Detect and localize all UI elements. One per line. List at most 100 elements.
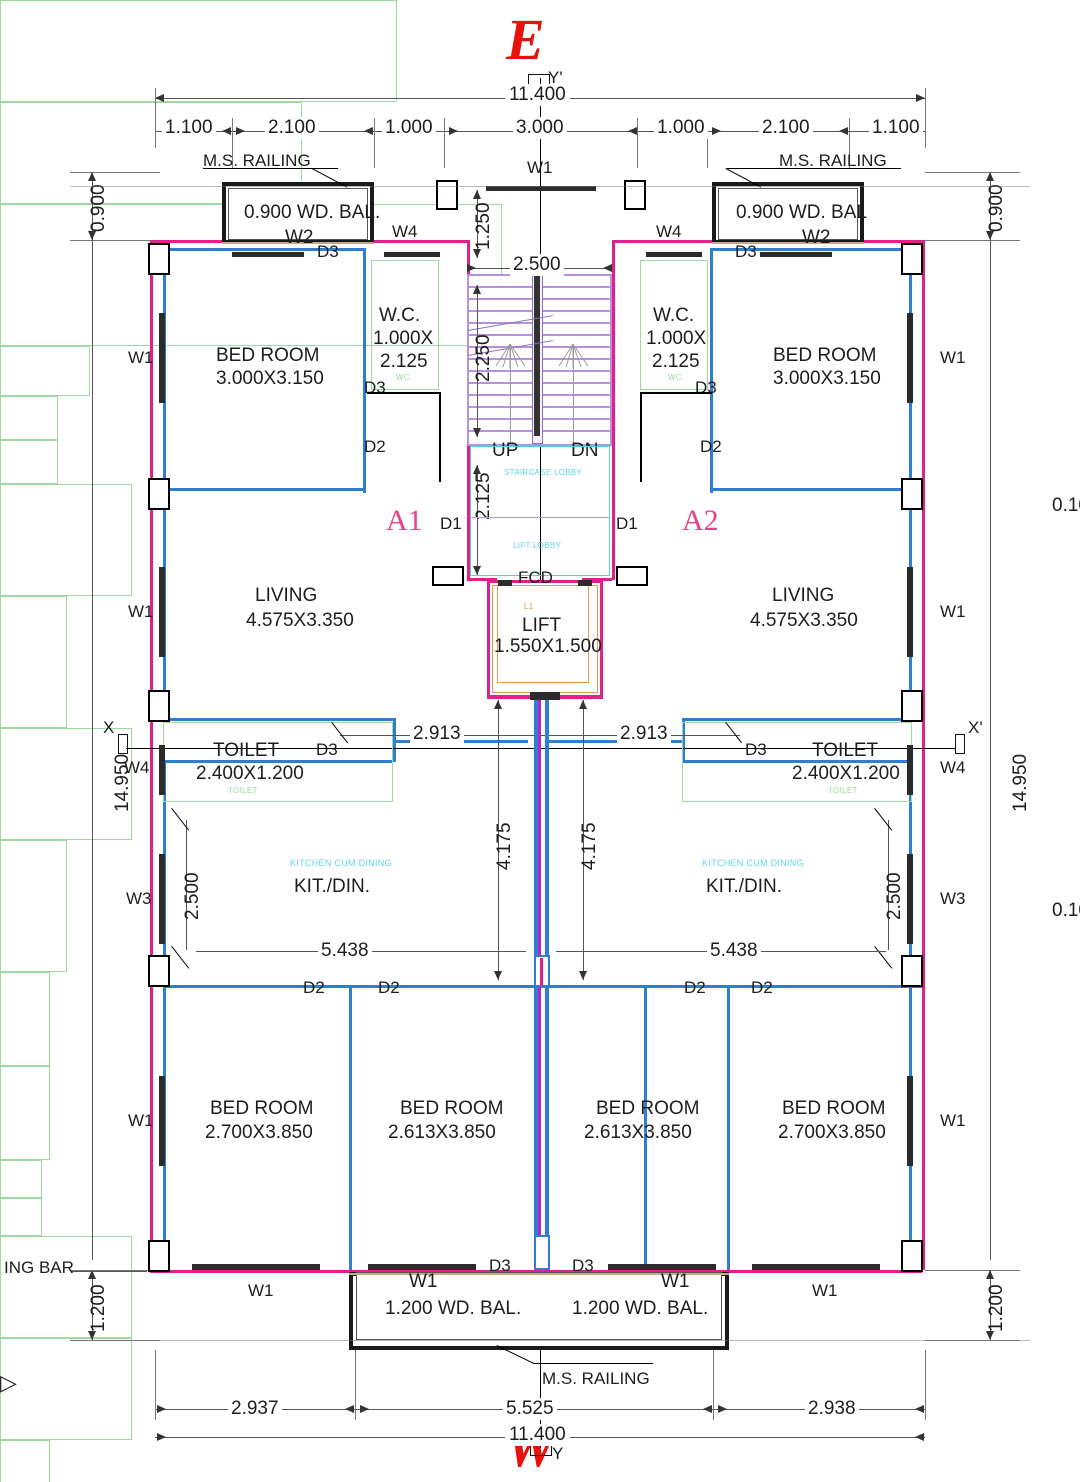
axis-x-left-label: X xyxy=(103,718,115,737)
kitchen-depth-left-dim-line xyxy=(498,700,499,980)
bottom-overall-dim-text: 11.400 xyxy=(505,1424,570,1446)
window-w1-bot-outer-left-label: W1 xyxy=(248,1281,274,1300)
projection-green-top-right xyxy=(0,102,302,204)
wc-right-tag: WC xyxy=(668,373,682,382)
door-d1-right: D1 xyxy=(616,514,638,533)
outer-wall-left xyxy=(150,240,153,1270)
window-w1-left-bed-label: W1 xyxy=(128,348,154,367)
stair-width-dim-text: 2.500 xyxy=(510,254,564,276)
toilet-left-size: 2.400X1.200 xyxy=(196,763,304,784)
fcd-label: FCD xyxy=(518,568,553,587)
right-1200-dim-line xyxy=(990,1270,991,1340)
window-w4-left-toilet-label: W4 xyxy=(124,758,150,777)
window-w3-right-label: W3 xyxy=(940,889,966,908)
furniture-wardrobe-top-left xyxy=(0,596,67,728)
window-w4-top-left-label: W4 xyxy=(392,222,418,241)
axis-x-section-line xyxy=(126,748,956,749)
toilet-left-area xyxy=(163,722,393,802)
toilet-left-name: TOILET xyxy=(213,740,280,761)
door-d2-right: D2 xyxy=(700,437,722,456)
kitchen-left-tag: KITCHEN CUM DINING xyxy=(290,858,392,868)
window-w4-top-right-label: W4 xyxy=(656,222,682,241)
lift-car xyxy=(497,585,589,683)
kitchen-width-right-dim-text: 5.438 xyxy=(707,940,761,962)
door-d3-toilet-right: D3 xyxy=(745,740,767,759)
kitchen-right-name: KIT./DIN. xyxy=(706,876,783,897)
stair-wall-right xyxy=(612,240,615,580)
wc-right-area xyxy=(640,260,708,390)
top-dim-3: 1.000 xyxy=(382,117,436,139)
right-overall-dim-text: 14.950 xyxy=(1010,753,1031,812)
window-offset-right-dim-text: 2.500 xyxy=(884,872,905,920)
stair-run-dim-text: 2.250 xyxy=(473,334,494,382)
bed-bot-4-size: 2.700X3.850 xyxy=(778,1122,886,1143)
column-bl xyxy=(148,1240,170,1272)
outer-wall-bottom xyxy=(150,1270,922,1273)
living-left-size: 4.575X3.350 xyxy=(246,610,354,631)
top-dim-6: 2.100 xyxy=(759,117,813,139)
window-sill-top xyxy=(486,186,596,191)
left-0900-dim-line xyxy=(92,172,93,240)
balcony-bottom-right-label: 1.200 WD. BAL. xyxy=(572,1298,709,1319)
top-dim-1: 1.100 xyxy=(162,117,216,139)
stair-up-fan-icon xyxy=(495,343,526,368)
balcony-top-left-window: W2 xyxy=(285,227,314,248)
door-d3-wc-left: D3 xyxy=(364,378,386,397)
bed-bot-3-name: BED ROOM xyxy=(596,1098,700,1119)
stair-dn-fan-icon xyxy=(558,343,589,368)
right-0900-dim-text: 0.900 xyxy=(986,184,1007,232)
wc-left-tag: WC xyxy=(396,373,410,382)
top-dim-4: 3.000 xyxy=(513,117,567,139)
door-d3-toilet-left: D3 xyxy=(316,740,338,759)
bottom-dim-1: 2.937 xyxy=(228,1398,282,1420)
door-d3-balcony-right: D3 xyxy=(572,1256,594,1275)
column-r3 xyxy=(901,690,923,722)
bed-top-right-name: BED ROOM xyxy=(773,345,877,366)
window-w4-top-right xyxy=(0,440,58,484)
column-tr xyxy=(901,243,923,275)
bed-top-left-size: 3.000X3.150 xyxy=(216,368,324,389)
window-w1-right-living-label: W1 xyxy=(940,602,966,621)
toilet-right-name: TOILET xyxy=(812,740,879,761)
window-w1-top-label: W1 xyxy=(527,158,553,177)
column-l4 xyxy=(148,955,170,987)
axis-y-bottom-label: Y xyxy=(552,1444,564,1463)
column-lift-r xyxy=(616,566,648,586)
wc-right-name: W.C. xyxy=(653,305,695,326)
door-d2-bot-2: D2 xyxy=(378,978,400,997)
bed-bot-1-size: 2.700X3.850 xyxy=(205,1122,313,1143)
wc-left-fixture xyxy=(0,1160,42,1198)
right-overall-dim-line xyxy=(990,240,991,1260)
window-w3-left-label: W3 xyxy=(126,889,152,908)
balcony-bottom-left-label: 1.200 WD. BAL. xyxy=(385,1298,522,1319)
living-left-name: LIVING xyxy=(255,585,318,606)
wc-left-size1: 1.000X xyxy=(373,328,434,349)
window-w1-top xyxy=(0,346,90,396)
top-dim-2: 2.100 xyxy=(265,117,319,139)
stair-up-arrow-line xyxy=(510,348,511,444)
top-dim-5: 1.000 xyxy=(654,117,708,139)
door-d2-bot-1: D2 xyxy=(303,978,325,997)
window-w1-left-living xyxy=(0,1440,50,1482)
bed-bot-2-size: 2.613X3.850 xyxy=(388,1122,496,1143)
flat-label-a1: A1 xyxy=(386,504,423,537)
kitchen-depth-right-dim-text: 4.175 xyxy=(579,822,600,870)
top-overall-dim-text: 11.400 xyxy=(505,84,570,106)
window-w1-left-bot-label: W1 xyxy=(128,1111,154,1130)
column-tl xyxy=(148,243,170,275)
furniture-sofa-left xyxy=(0,1236,132,1338)
column-r4 xyxy=(901,955,923,987)
bottom-dim-3: 2.938 xyxy=(805,1398,859,1420)
column-stair-l xyxy=(436,180,458,210)
window-w1-right-bot-label: W1 xyxy=(940,1111,966,1130)
ms-railing-label-bottom: M.S. RAILING xyxy=(542,1369,650,1388)
ms-railing-label-left: M.S. RAILING xyxy=(203,151,311,170)
left-1200-dim-text: 1.200 xyxy=(88,1284,109,1332)
right-0900-dim-line xyxy=(990,172,991,240)
door-d3-top-left: D3 xyxy=(317,242,339,261)
staircase-lobby-area xyxy=(470,446,610,576)
door-d3-wc-right: D3 xyxy=(695,378,717,397)
toilet-right-size: 2.400X1.200 xyxy=(792,763,900,784)
door-d2-bot-3: D2 xyxy=(684,978,706,997)
